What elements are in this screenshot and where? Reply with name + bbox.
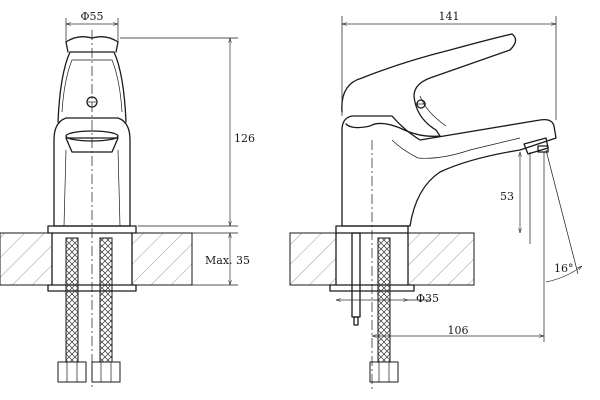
- dim-height: 126: [234, 132, 255, 145]
- front-view: Φ55 126 Max. 35: [0, 10, 255, 390]
- dim-spout-reach: 106: [448, 324, 469, 337]
- side-body: [341, 115, 557, 227]
- front-body: [53, 117, 131, 227]
- front-hose-left: [65, 237, 79, 363]
- dim-top-diameter: Φ55: [80, 10, 103, 23]
- front-hose-right: [99, 237, 113, 363]
- side-lever: [341, 33, 517, 137]
- front-aerator: [65, 137, 119, 153]
- dim-mount-diameter: Φ35: [416, 292, 439, 305]
- dim-max-thickness: Max. 35: [205, 254, 250, 267]
- dim-spout-height: 53: [500, 190, 514, 203]
- dim-spout-angle: 16°: [554, 262, 574, 275]
- dim-overall-length: 141: [439, 10, 460, 23]
- side-view: 141 53 Φ35 106 16°: [289, 10, 582, 390]
